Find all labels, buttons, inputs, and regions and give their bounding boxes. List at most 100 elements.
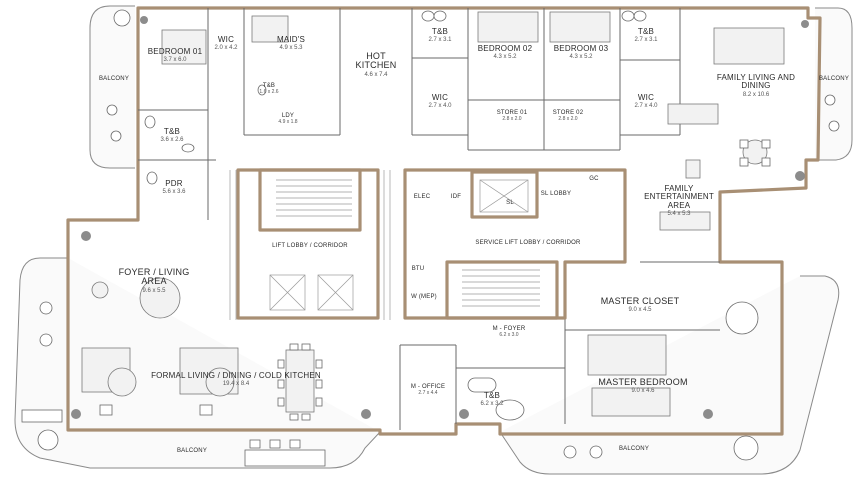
outdoor-furniture: [21, 9, 840, 467]
lift-core-inner: [258, 168, 362, 232]
label-idf: IDF: [446, 194, 466, 200]
label-maid-tb: T&B 1.6 x 2.6: [256, 83, 282, 96]
room-dimensions: 2.7 x 4.0: [634, 103, 658, 110]
room-name: BALCONY: [176, 448, 208, 454]
room-name: GC: [589, 176, 599, 182]
room-name: T&B: [431, 27, 449, 36]
label-master-closet: MASTER CLOSET 9.0 x 4.5: [598, 296, 682, 314]
room-name: M - OFFICE: [410, 384, 446, 390]
room-name: BEDROOM 01: [147, 47, 203, 56]
label-family-living: FAMILY LIVING AND DINING 8.2 x 10.6: [716, 73, 796, 98]
balcony-top-left: [89, 5, 135, 169]
label-balcony-left: BALCONY: [96, 76, 132, 82]
label-master-bedroom: MASTER BEDROOM 9.0 x 4.6: [598, 377, 688, 395]
label-hot-kitchen: HOT KITCHEN 4.6 x 7.4: [350, 51, 402, 78]
corridor-hatching: [229, 170, 391, 320]
room-dimensions: 3.7 x 6.0: [163, 57, 187, 64]
label-wmep: W (MEP): [408, 294, 440, 300]
label-family-entertainment: FAMILY ENTERTAINMENT AREA 5.4 x 5.3: [640, 184, 718, 218]
room-dimensions: 4.9 x 5.3: [279, 45, 303, 52]
stair-lines: [276, 179, 540, 307]
room-name: T&B: [483, 391, 501, 400]
label-pdr: PDR 5.6 x 3.6: [154, 179, 194, 196]
structural-columns: [71, 16, 809, 419]
label-foyer-living: FOYER / LIVING AREA 9.6 x 5.5: [116, 267, 192, 294]
interior-walls: [138, 8, 720, 430]
room-name: M - FOYER: [492, 326, 526, 332]
room-name: PDR: [165, 179, 183, 188]
furniture-tables: [91, 103, 768, 413]
room-dimensions: 9.6 x 5.5: [142, 287, 166, 294]
label-balcony-right: BALCONY: [816, 76, 852, 82]
label-gc: GC: [584, 176, 604, 182]
room-name: SERVICE LIFT LOBBY / CORRIDOR: [475, 240, 581, 246]
room-dimensions: 2.7 x 4.0: [428, 103, 452, 110]
room-dimensions: 6.2 x 3.2: [480, 401, 504, 408]
room-name: SL: [506, 200, 514, 206]
room-dimensions: 8.2 x 10.6: [742, 91, 770, 98]
room-name: BALCONY: [618, 446, 650, 452]
label-m-foyer: M - FOYER 6.2 x 3.0: [484, 326, 534, 339]
room-dimensions: 2.7 x 3.1: [634, 37, 658, 44]
room-dimensions: 5.6 x 3.6: [162, 189, 186, 196]
room-dimensions: 19.4 x 8.4: [222, 381, 250, 388]
room-name: LDY: [281, 113, 295, 119]
room-name: T&B: [262, 83, 276, 89]
room-name: FAMILY ENTERTAINMENT AREA: [644, 184, 714, 210]
room-name: LIFT LOBBY / CORRIDOR: [272, 243, 348, 249]
room-dimensions: 2.7 x 4.4: [418, 390, 438, 397]
furniture-beds: [161, 11, 667, 376]
room-name: BALCONY: [98, 76, 130, 82]
balcony-right-top: [815, 7, 853, 161]
label-bedroom-03: BEDROOM 03 4.3 x 5.2: [548, 44, 614, 61]
room-dimensions: 4.6 x 7.4: [364, 71, 388, 78]
room-name: W (MEP): [411, 294, 437, 300]
label-wic-1: WIC 2.0 x 4.2: [208, 35, 244, 52]
room-name: STORE 02: [552, 110, 584, 116]
room-name: MASTER CLOSET: [600, 296, 680, 306]
room-name: FAMILY LIVING AND DINING: [716, 73, 796, 91]
room-name: BALCONY: [818, 76, 850, 82]
label-bedroom-02: BEDROOM 02 4.3 x 5.2: [472, 44, 538, 61]
room-name: ELEC: [413, 194, 431, 200]
room-dimensions: 3.6 x 2.6: [160, 137, 184, 144]
label-m-office: M - OFFICE 2.7 x 4.4: [406, 384, 450, 397]
room-dimensions: 6.2 x 3.0: [499, 332, 519, 339]
room-name: FORMAL LIVING / DINING / COLD KITCHEN: [151, 371, 321, 380]
label-service-lobby: SERVICE LIFT LOBBY / CORRIDOR: [468, 240, 588, 246]
room-name: BEDROOM 03: [553, 44, 609, 53]
room-name: STORE 01: [496, 110, 528, 116]
label-lift-lobby: LIFT LOBBY / CORRIDOR: [262, 243, 358, 249]
room-name: FOYER / LIVING AREA: [118, 267, 190, 287]
room-dimensions: 2.8 x 2.0: [558, 116, 578, 123]
room-dimensions: 4.3 x 5.2: [569, 54, 593, 61]
furniture-chairs: [99, 139, 771, 449]
label-wic-right: WIC 2.7 x 4.0: [626, 93, 666, 110]
sanitary-fixtures: [144, 10, 647, 421]
label-bedroom-01: BEDROOM 01 3.7 x 6.0: [142, 47, 208, 64]
room-name: HOT KITCHEN: [355, 51, 397, 71]
label-store-02: STORE 02 2.8 x 2.0: [546, 110, 590, 123]
label-m-tb: T&B 6.2 x 3.2: [470, 391, 514, 408]
label-wic-left: WIC 2.7 x 4.0: [420, 93, 460, 110]
room-name: MAID'S: [276, 35, 306, 44]
room-dimensions: 4.3 x 5.2: [493, 54, 517, 61]
label-tb-bed1: T&B 3.6 x 2.6: [150, 127, 194, 144]
room-dimensions: 5.4 x 5.3: [667, 211, 691, 218]
room-name: IDF: [450, 194, 462, 200]
label-btu: BTU: [408, 266, 428, 272]
room-name: T&B: [163, 127, 181, 136]
label-sl: SL: [500, 200, 520, 206]
room-name: BTU: [411, 266, 425, 272]
room-dimensions: 1.6 x 2.6: [259, 89, 279, 96]
room-dimensions: 9.0 x 4.5: [628, 307, 652, 314]
label-formal-living: FORMAL LIVING / DINING / COLD KITCHEN 19…: [146, 371, 326, 388]
label-balcony-bottom-right: BALCONY: [614, 446, 654, 452]
label-ldy: LDY 4.9 x 1.8: [268, 113, 308, 126]
room-name: T&B: [637, 27, 655, 36]
label-elec: ELEC: [410, 194, 434, 200]
room-name: BEDROOM 02: [477, 44, 533, 53]
room-name: WIC: [431, 93, 449, 102]
label-balcony-bottom-left: BALCONY: [172, 448, 212, 454]
